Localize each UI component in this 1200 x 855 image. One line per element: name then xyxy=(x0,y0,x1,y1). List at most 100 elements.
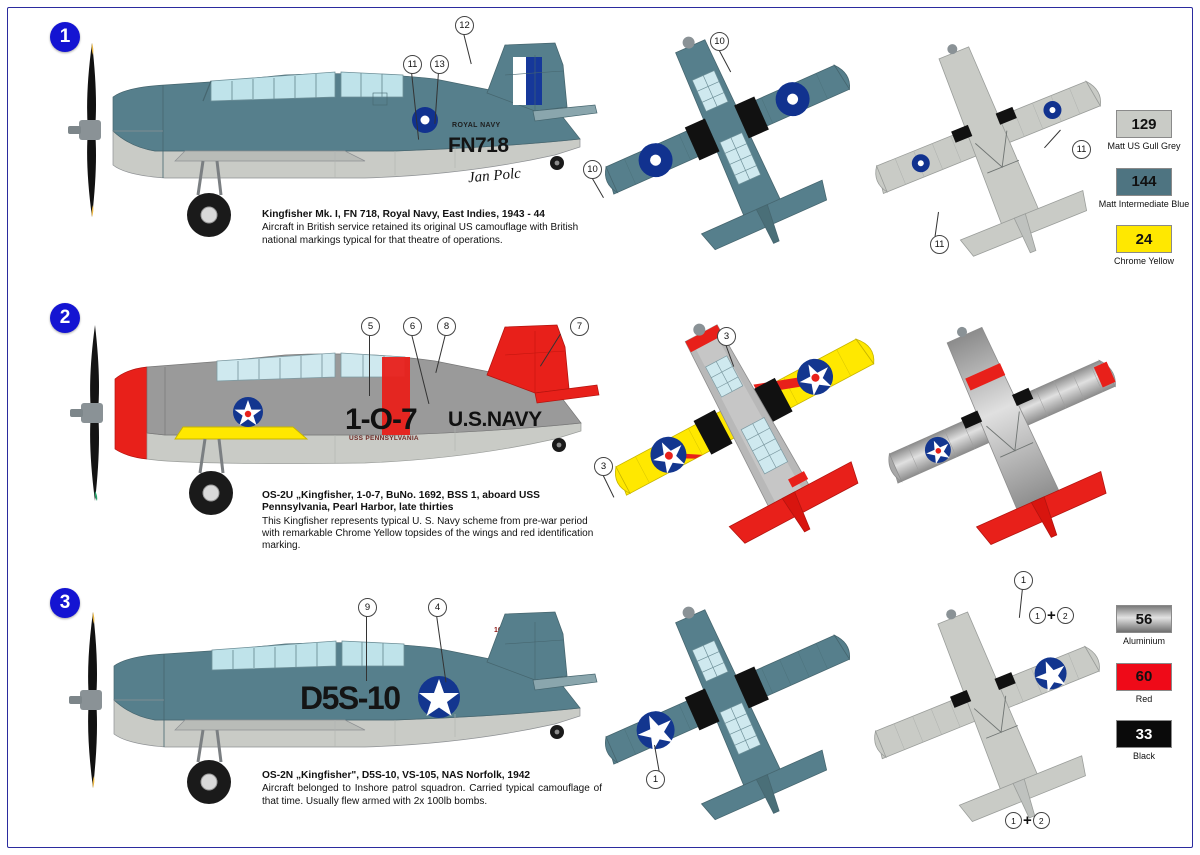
caption-title: OS-2N „Kingfisher", D5S-10, VS-105, NAS … xyxy=(262,770,531,781)
canopy-glazing xyxy=(211,640,405,671)
canopy-glazing xyxy=(216,352,406,382)
fuselage-code-d5s-10: D5S-10 xyxy=(300,680,401,716)
callout-11: 11 xyxy=(930,235,949,254)
roundel-insignia xyxy=(638,143,673,178)
canopy-glazing xyxy=(705,355,789,475)
callout-1: 1 xyxy=(1005,812,1022,829)
propeller-icon xyxy=(68,43,101,217)
top-view-os2n xyxy=(605,606,851,821)
callout-10: 10 xyxy=(583,160,602,179)
side-profile-os2n xyxy=(69,611,598,804)
star-insignia xyxy=(797,358,834,396)
callout-9: 9 xyxy=(358,598,377,617)
profile-row-kingfisher-mk1: 1 xyxy=(0,0,1200,285)
underside-view-mk1 xyxy=(875,44,1102,257)
chip-code: 56 xyxy=(1116,605,1172,633)
callout-3: 3 xyxy=(717,327,736,346)
main-landing-gear xyxy=(187,729,231,804)
chip-name: Red xyxy=(1135,693,1153,704)
callout-1: 1 xyxy=(1014,571,1033,590)
chip-code: 24 xyxy=(1116,225,1172,253)
profile-row-os2u-kingfisher: 2 xyxy=(0,285,1200,829)
caption-body: Aircraft in British service retained its… xyxy=(262,222,579,246)
callout-12: 12 xyxy=(455,16,474,35)
canopy-glazing xyxy=(691,70,762,185)
main-landing-gear xyxy=(189,438,233,515)
chip-name: Matt Intermediate Blue xyxy=(1098,198,1190,209)
leader-line xyxy=(369,334,370,396)
paint-chip-56: 56 Aluminium xyxy=(1098,605,1190,647)
caption-body: This Kingfisher represents typical U. S.… xyxy=(262,515,594,552)
caption-os2u-kingfisher: OS-2U „Kingfisher, 1-0-7, BuNo. 1692, BS… xyxy=(262,490,602,552)
callout-8: 8 xyxy=(437,317,456,336)
chip-code: 144 xyxy=(1116,167,1172,196)
profile-row-os2n-kingfisher: 3 xyxy=(0,570,1200,855)
ship-name-stencil: USS PENNSYLVANIA xyxy=(349,435,419,442)
callout-13: 13 xyxy=(430,55,449,74)
callout-11: 11 xyxy=(403,55,422,74)
underside-view-os2u xyxy=(888,326,1116,546)
chip-code: 129 xyxy=(1116,110,1172,138)
caption-title: OS-2U „Kingfisher, 1-0-7, BuNo. 1692, BS… xyxy=(262,490,540,514)
paint-chip-33: 33 Black xyxy=(1098,720,1190,762)
star-insignia xyxy=(636,711,675,752)
callout-4: 4 xyxy=(428,598,447,617)
leader-line xyxy=(366,615,367,681)
callout-5: 5 xyxy=(361,317,380,336)
star-insignia xyxy=(924,436,951,464)
step-badge-3: 3 xyxy=(50,588,80,618)
paint-chip-group-top: 129 Matt US Gull Grey 144 Matt Intermedi… xyxy=(1098,110,1190,283)
chip-name: Chrome Yellow xyxy=(1113,256,1175,266)
fin-flash xyxy=(513,57,542,105)
top-view-mk1 xyxy=(605,36,851,251)
callout-3: 3 xyxy=(594,457,613,476)
caption-title: Kingfisher Mk. I, FN 718, Royal Navy, Ea… xyxy=(262,209,545,220)
us-navy-title: U.S.NAVY xyxy=(448,408,542,431)
paint-chip-129: 129 Matt US Gull Grey xyxy=(1098,110,1190,152)
callout-7: 7 xyxy=(570,317,589,336)
roundel-insignia xyxy=(775,82,810,117)
callout-10: 10 xyxy=(710,32,729,51)
callout-2: 2 xyxy=(1056,607,1074,624)
chip-name: Black xyxy=(1132,751,1155,761)
serial-number-fn718: FN718 xyxy=(448,134,509,157)
chip-name: Matt US Gull Grey xyxy=(1107,141,1181,151)
canopy-glazing xyxy=(691,640,762,755)
callout-combo-1-plus-2: 1 + 2 xyxy=(1029,607,1074,624)
star-insignia xyxy=(1034,657,1067,692)
paint-chip-group-bottom: 56 Aluminium 60 Red 33 Black xyxy=(1098,605,1190,778)
paint-chip-24: 24 Chrome Yellow xyxy=(1098,225,1190,267)
canopy-glazing xyxy=(202,71,404,102)
callout-combo-1-plus-2: 1 + 2 xyxy=(1005,812,1050,829)
step-badge-1: 1 xyxy=(50,22,80,52)
caption-kingfisher-mk1: Kingfisher Mk. I, FN 718, Royal Navy, Ea… xyxy=(262,209,602,247)
royal-navy-title: ROYAL NAVY xyxy=(452,122,501,129)
side-profile-os2u xyxy=(70,324,600,515)
top-view-os2u xyxy=(614,323,875,544)
page-border xyxy=(7,7,1193,848)
step-badge-2: 2 xyxy=(50,303,80,333)
roundel-insignia xyxy=(911,154,930,173)
side-profile-mk1 xyxy=(68,42,598,237)
plus-icon: + xyxy=(1023,811,1032,829)
star-insignia xyxy=(418,676,460,718)
caption-os2n-kingfisher: OS-2N „Kingfisher", D5S-10, VS-105, NAS … xyxy=(262,770,602,808)
paint-chip-144: 144 Matt Intermediate Blue xyxy=(1098,167,1190,210)
fuselage-code-1-0-7: 1-O-7 xyxy=(345,403,418,436)
callout-1: 1 xyxy=(1029,607,1046,624)
plus-icon: + xyxy=(1047,606,1056,624)
callout-6: 6 xyxy=(403,317,422,336)
chip-code: 33 xyxy=(1116,720,1172,748)
underside-view-os2n xyxy=(874,609,1100,822)
roundel-insignia xyxy=(412,107,438,133)
propeller-icon xyxy=(69,612,102,788)
callout-1: 1 xyxy=(646,770,665,789)
callout-11: 11 xyxy=(1072,140,1091,159)
callout-2: 2 xyxy=(1032,812,1050,829)
caption-body: Aircraft belonged to Inshore patrol squa… xyxy=(262,783,602,807)
propeller-icon xyxy=(70,325,103,501)
star-insignia xyxy=(233,397,263,427)
roundel-insignia xyxy=(1043,101,1062,120)
chip-name: Aluminium xyxy=(1122,636,1165,646)
